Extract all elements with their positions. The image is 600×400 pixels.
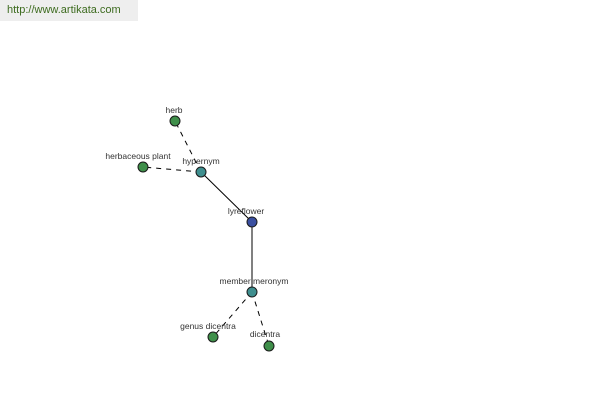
node-label-herbaceous_plant[interactable]: herbaceous plant (105, 151, 171, 161)
node-dot-member_meronym[interactable] (246, 286, 258, 298)
node-dot-dicentra[interactable] (263, 340, 275, 352)
node-lyreflower[interactable]: lyreflower (228, 206, 265, 228)
node-herb[interactable]: herb (165, 105, 183, 127)
node-label-member_meronym[interactable]: member meronym (220, 276, 289, 286)
node-dot-herb[interactable] (169, 115, 181, 127)
node-label-lyreflower[interactable]: lyreflower (228, 206, 265, 216)
node-member_meronym[interactable]: member meronym (220, 276, 289, 298)
node-genus_dicentra[interactable]: genus dicentra (180, 321, 236, 343)
site-url-link[interactable]: http://www.artikata.com (7, 4, 121, 16)
node-hypernym[interactable]: hypernym (182, 156, 220, 178)
node-dicentra[interactable]: dicentra (250, 329, 281, 352)
node-dot-hypernym[interactable] (195, 166, 207, 178)
edge-lyreflower-hypernym (200, 171, 253, 223)
node-label-herb[interactable]: herb (165, 105, 182, 115)
graph-nodes: lyreflower hypernym member meronym herb herb… (105, 105, 289, 352)
node-dot-genus_dicentra[interactable] (207, 331, 219, 343)
node-dot-lyreflower[interactable] (246, 216, 258, 228)
node-herbaceous_plant[interactable]: herbaceous plant (105, 151, 171, 173)
node-label-dicentra[interactable]: dicentra (250, 329, 281, 339)
node-label-hypernym[interactable]: hypernym (182, 156, 219, 166)
edge-hypernym-herbaceous_plant (142, 166, 202, 173)
url-banner[interactable]: http://www.artikata.com (0, 0, 138, 21)
graph-edges (142, 120, 270, 347)
node-dot-herbaceous_plant[interactable] (137, 161, 149, 173)
node-label-genus_dicentra[interactable]: genus dicentra (180, 321, 236, 331)
